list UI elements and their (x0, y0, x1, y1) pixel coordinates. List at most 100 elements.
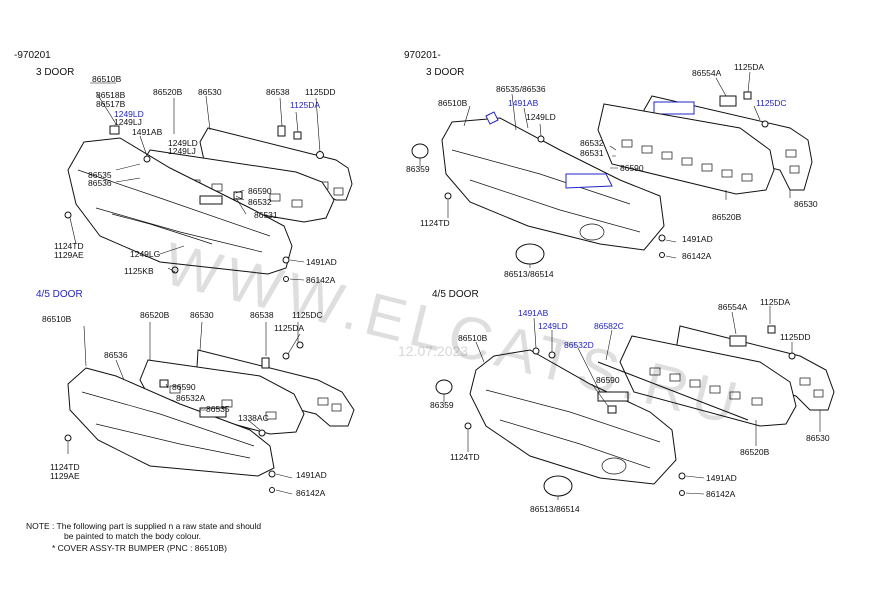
label-86535: 86535 (88, 170, 112, 180)
label-86520B: 86520B (712, 212, 742, 222)
leader-lines (443, 306, 821, 500)
label-86554A: 86554A (692, 68, 722, 78)
bolt-1124TD (444, 192, 452, 200)
label-1249LJ-2: 1249LJ (168, 146, 196, 156)
bolt-1124TD (464, 422, 472, 430)
fog-lamp-cover-86513 (543, 475, 573, 497)
note-line-2: be painted to match the body colour. (64, 531, 201, 541)
clip-1125DC (296, 341, 304, 349)
bracket-1491AB (485, 111, 499, 125)
screw-1491AD (678, 472, 686, 480)
beam-slots (649, 367, 763, 406)
clip-86142A (269, 487, 275, 493)
label-86532: 86532 (580, 138, 604, 148)
label-86532D: 86532D (564, 340, 594, 350)
label-86590: 86590 (248, 186, 272, 196)
leader-lines (69, 82, 321, 281)
label-86520B: 86520B (153, 87, 183, 97)
label-86535-86536: 86535/86536 (496, 84, 546, 94)
label-86532A: 86532A (176, 393, 206, 403)
cap-86359 (411, 143, 429, 159)
label-86535: 86535 (206, 404, 230, 414)
label-86590: 86590 (596, 375, 620, 385)
label-1125DA: 1125DA (734, 62, 764, 72)
label-86520B: 86520B (140, 310, 170, 320)
label-1249LD: 1249LD (538, 321, 568, 331)
label-1491AB: 1491AB (132, 127, 163, 137)
cap-86359 (435, 379, 453, 395)
panel-top-left: -970201 3 DOOR (14, 50, 353, 285)
bolt-1338AC (258, 429, 266, 437)
label-86554A: 86554A (718, 302, 748, 312)
moulding-86582C (597, 361, 749, 421)
door-type: 3 DOOR (36, 67, 74, 78)
label-1124TD: 1124TD (54, 241, 84, 251)
grille-86532 (565, 173, 613, 189)
screw-1491AB (143, 155, 151, 163)
label-1249LG: 1249LG (130, 249, 160, 259)
label-1491AD: 1491AD (682, 234, 713, 244)
label-1491AD: 1491AD (306, 257, 337, 267)
panel-code: 970201- (404, 50, 441, 61)
label-86517B: 86517B (96, 99, 126, 109)
label-86536: 86536 (88, 178, 112, 188)
label-86513-86514: 86513/86514 (504, 269, 554, 279)
bumper-cover-86510B (67, 367, 275, 477)
door-type: 4/5 DOOR (36, 289, 83, 300)
clip-1125DA (743, 91, 752, 100)
bolt-1124TD (64, 434, 72, 442)
clip-1125DA (767, 325, 776, 334)
label-86359: 86359 (430, 400, 454, 410)
leader-lines (419, 71, 791, 268)
label-1125DC: 1125DC (292, 310, 323, 320)
label-86142A: 86142A (296, 488, 326, 498)
clip-1125DA (293, 131, 302, 140)
panel-top-right: 970201- 3 DOOR (404, 50, 818, 279)
label-1249LD: 1249LD (526, 112, 556, 122)
bracket-1125DC (653, 101, 695, 115)
panel-code: -970201 (14, 50, 51, 61)
label-86530: 86530 (794, 199, 818, 209)
door-type: 4/5 DOOR (432, 289, 479, 300)
label-86510B: 86510B (92, 74, 122, 84)
beam-slots (621, 139, 753, 182)
leader-lines (67, 321, 301, 495)
label-86530: 86530 (198, 87, 222, 97)
label-86510B: 86510B (438, 98, 468, 108)
bracket-1249LD (109, 125, 120, 135)
label-1125DD: 1125DD (305, 87, 336, 97)
screw-1249LD (537, 135, 545, 143)
bracket-86554A (719, 95, 737, 107)
label-1249LJ: 1249LJ (114, 117, 142, 127)
watermark-date: 12.07.2023 (398, 343, 468, 359)
footnote: NOTE : The following part is supplied n … (26, 521, 261, 553)
label-86142A: 86142A (682, 251, 712, 261)
label-1491AB: 1491AB (508, 98, 539, 108)
step-86590 (199, 195, 223, 205)
label-1491AB: 1491AB (518, 308, 549, 318)
label-86531: 86531 (254, 210, 278, 220)
label-1249LD-2: 1249LD (168, 138, 198, 148)
fog-lamp-cover-86513 (515, 243, 545, 265)
bumper-beam-86520B (139, 359, 305, 435)
label-86142A: 86142A (706, 489, 736, 499)
label-1125DD: 1125DD (780, 332, 811, 342)
bolt-1124TD (64, 211, 72, 219)
label-86518B: 86518B (96, 90, 126, 100)
label-86532: 86532 (248, 197, 272, 207)
screw-1491AD (658, 234, 666, 242)
bumper-cover-86510B (469, 349, 677, 485)
label-1124TD: 1124TD (50, 462, 80, 472)
label-86538: 86538 (250, 310, 274, 320)
label-86142A: 86142A (306, 275, 336, 285)
label-86590: 86590 (172, 382, 196, 392)
step-86590 (607, 405, 617, 414)
label-86520B: 86520B (740, 447, 770, 457)
bracket-86554A (729, 335, 747, 347)
label-1125DA: 1125DA (274, 323, 304, 333)
label-1124TD: 1124TD (420, 218, 450, 228)
label-86530: 86530 (190, 310, 214, 320)
bolt-1125DC (761, 120, 769, 128)
step-86590 (159, 379, 169, 388)
